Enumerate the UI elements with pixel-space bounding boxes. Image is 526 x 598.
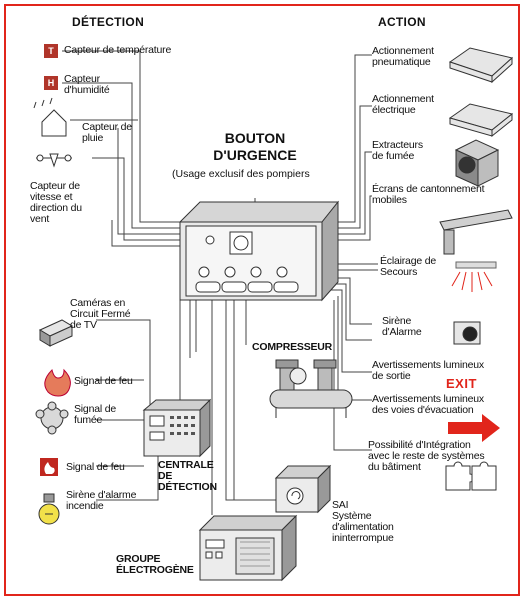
exit-sign: EXIT	[446, 376, 477, 391]
compressor-label: COMPRESSEUR	[252, 341, 333, 353]
ups-label: SAI Système d'alimentation ininterrompue	[332, 499, 394, 544]
electric-label: Actionnement électrique	[372, 93, 434, 116]
smoke-screen-icon	[439, 209, 513, 255]
integration-label: Possibilité d'Intégration avec le reste …	[368, 439, 485, 473]
fire-signal-2-label: Signal de feu	[66, 461, 125, 473]
title-line-1: BOUTON	[224, 130, 286, 146]
smoke-signal-label: Signal de fumée	[74, 403, 116, 426]
alarm-siren-label: Sirène d'alarme incendie	[66, 489, 137, 512]
cctv-label: Caméras en Circuit Fermé de TV	[70, 297, 131, 331]
cctv-icon	[38, 319, 74, 347]
generator-box	[198, 514, 298, 582]
siren-label: Sirène d'Alarme	[382, 315, 422, 338]
emergency-light-label: Éclairage de Secours	[380, 255, 436, 278]
electric-icon	[448, 103, 514, 138]
evacuation-arrow-icon	[448, 414, 500, 442]
title-line-2: D'URGENCE	[213, 147, 297, 163]
fire-signal-label: Signal de feu	[74, 375, 133, 387]
alarm-siren-icon	[38, 493, 60, 525]
fire-signal-icon	[44, 368, 71, 397]
rain-sensor-icon	[33, 97, 67, 137]
humidity-badge: H	[44, 76, 58, 90]
emergency-box	[178, 200, 340, 302]
smoke-screen-label: Écrans de cantonnement mobiles	[372, 183, 485, 206]
central-detection-label: CENTRALE DE DÉTECTION	[158, 459, 217, 493]
smoke-extractor-label: Extracteurs de fumée	[372, 139, 423, 162]
rain-sensor-label: Capteur de pluie	[82, 121, 132, 144]
emergency-button-subtitle: (Usage exclusif des pompiers	[172, 168, 310, 180]
fire-alarm-icon	[40, 458, 58, 476]
emergency-light-icon	[451, 261, 497, 292]
pneumatic-label: Actionnement pneumatique	[372, 45, 434, 68]
temperature-sensor-label: Capteur de température	[64, 44, 172, 56]
wind-sensor-label: Capteur de vitesse et direction du vent	[30, 180, 82, 225]
detection-header: DÉTECTION	[72, 15, 145, 29]
central-detection-box	[142, 398, 212, 458]
integration-puzzle-icon	[445, 461, 497, 491]
temperature-badge: T	[44, 44, 58, 58]
wind-sensor-icon	[36, 153, 72, 168]
ups-box	[274, 464, 332, 514]
humidity-sensor-label: Capteur d'humidité	[64, 73, 110, 96]
exit-warning-label: Avertissements lumineux de sortie	[372, 359, 484, 382]
smoke-extractor-icon	[454, 139, 500, 187]
pneumatic-icon	[448, 47, 514, 84]
generator-label: GROUPE ÉLECTROGÈNE	[116, 553, 194, 576]
emergency-button-title: BOUTON D'URGENCE	[190, 130, 320, 164]
action-header: ACTION	[378, 15, 426, 29]
compressor-icon	[269, 359, 353, 418]
smoke-signal-icon	[35, 401, 69, 435]
evacuation-warning-label: Avertissements lumineux des voies d'évac…	[372, 393, 484, 416]
red-frame	[4, 4, 520, 596]
siren-icon	[453, 321, 481, 345]
